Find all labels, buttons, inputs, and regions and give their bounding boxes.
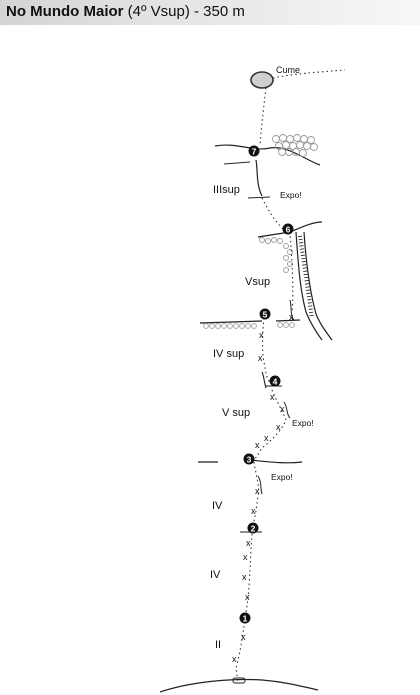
route-pitch-5 [261,317,273,385]
svg-text:x: x [259,330,264,340]
svg-text:x: x [246,538,251,548]
belay-7 [248,145,260,157]
svg-text:x: x [245,592,250,602]
grade-pitch-2: IV [210,569,221,581]
belay-3 [243,453,255,465]
start-marker-icon [232,677,246,684]
belay-1-label: 1 [243,614,248,624]
svg-text:x: x [255,486,260,496]
exposure-label-lower: Expo! [271,472,293,482]
grade-pitch-7: IIIsup [213,184,240,196]
title-bar: No Mundo Maior (4º Vsup) - 350 m [0,0,420,25]
belay-4-label: 4 [273,377,278,387]
protection-pitch-6: x [289,312,294,322]
ledge-3 [198,459,303,464]
svg-text:x: x [264,433,269,443]
protection-pitch-3: xx [251,486,260,516]
svg-text:x: x [251,506,256,516]
ledge-below-7 [247,196,271,199]
crack-pitch-4 [283,401,291,419]
grade-pitch-3: IV [212,500,223,512]
boulder-field-5 [203,322,295,329]
route-pitch-6 [289,231,294,313]
svg-text:x: x [289,312,294,322]
svg-text:x: x [258,353,263,363]
grade-pitch-1: II [215,639,221,651]
belay-7-label: 7 [252,147,257,157]
belay-markers: 1 2 3 4 5 6 7 [239,145,294,624]
pitch-grade-labels: II IV IV V sup IV sup Vsup IIIsup [210,184,270,651]
exposure-labels: Expo! Expo! Expo! [271,190,314,482]
route-pitch-3 [252,461,260,525]
route-name: No Mundo Maior [6,3,124,20]
belay-1 [239,612,251,624]
summit-ridge [272,69,346,79]
grade-pitch-6: Vsup [245,276,270,288]
belay-5-label: 5 [263,310,268,320]
crack-below-7 [255,159,263,197]
dihedral-left [295,231,323,341]
belay-2 [247,522,259,534]
belay-4 [269,375,281,387]
svg-text:x: x [242,572,247,582]
summit-boulder [250,71,274,89]
grade-pitch-4: V sup [222,407,250,419]
route-pitch-4 [253,389,287,461]
svg-text:x: x [270,392,275,402]
crack-near-5 [289,299,295,321]
grade-pitch-5: IV sup [213,348,244,360]
summit-label: Cume [276,65,300,75]
svg-text:x: x [276,422,281,432]
dihedral-right [303,231,333,341]
belay-6 [282,223,294,235]
svg-text:x: x [232,654,237,664]
belay-3-label: 3 [247,455,252,465]
svg-text:x: x [255,440,260,450]
protection-pitch-1: xx [232,632,246,664]
belay-6-label: 6 [286,225,291,235]
crack-pitch-3 [257,475,263,495]
route-pitch-7 [261,197,285,231]
svg-text:x: x [241,632,246,642]
protection-pitch-5: xx [258,330,264,363]
exposure-label-upper: Expo! [280,190,302,200]
ledge-5 [199,319,301,324]
route-pitch-1 [235,625,245,683]
route-to-summit [259,87,267,145]
route-pitch-2 [245,533,253,613]
exposure-label-middle: Expo! [292,418,314,428]
ledge-7-small [223,161,251,165]
boulder-field-6 [259,237,293,273]
grade-and-length: (4º Vsup) - 350 m [127,3,245,20]
page-title: No Mundo Maior (4º Vsup) - 350 m [6,3,245,20]
ledge-7 [214,144,321,166]
belay-2-label: 2 [251,524,256,534]
belay-5 [259,308,271,320]
boulder-field-top [272,134,318,157]
svg-text:x: x [243,552,248,562]
svg-text:x: x [280,404,285,414]
base-ground-line [159,678,319,693]
dihedral-hatching [298,235,314,319]
